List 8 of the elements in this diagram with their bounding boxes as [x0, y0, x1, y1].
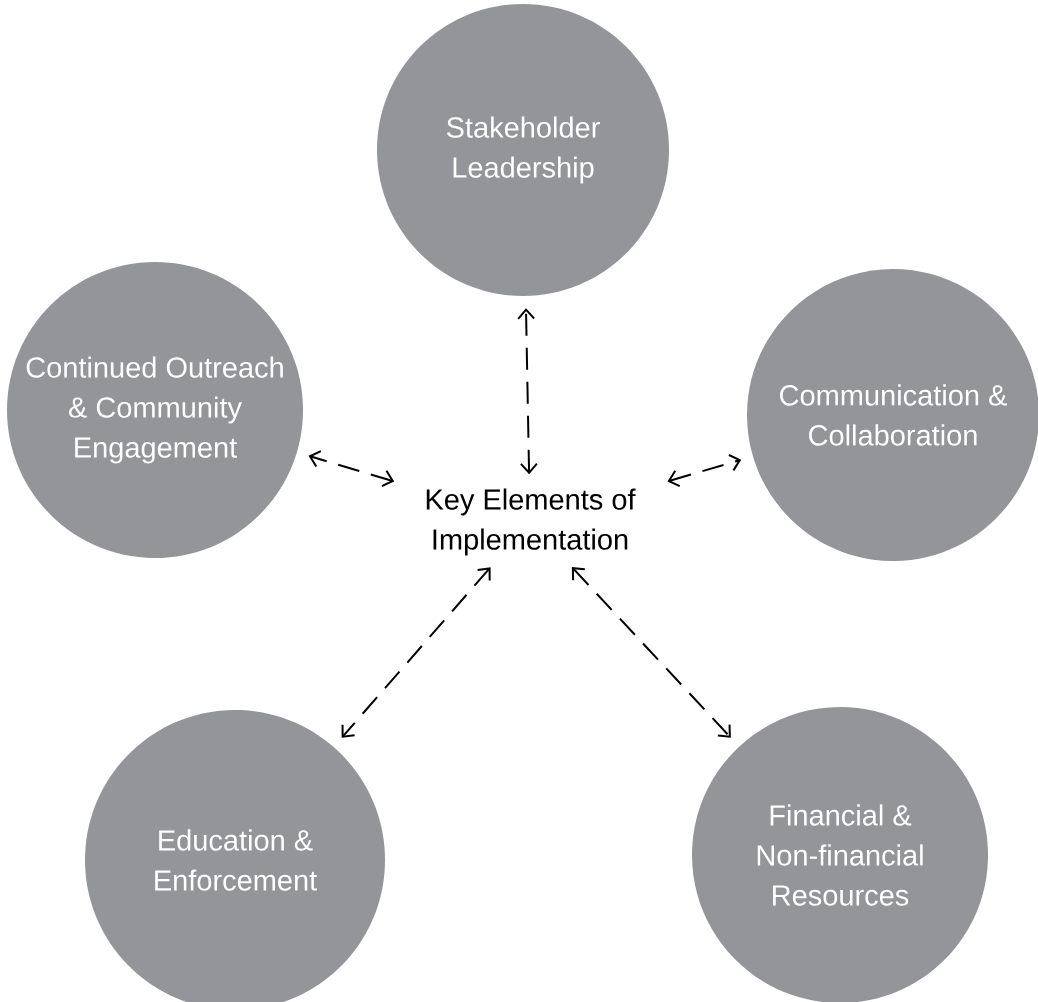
circle-node: Continued Outreach & Community Engagement — [7, 262, 303, 558]
dashed-arrow — [308, 450, 395, 488]
dashed-arrow — [667, 454, 742, 488]
circle-node: Stakeholder Leadership — [377, 4, 669, 296]
center-label: Key Elements of Implementation — [426, 488, 636, 556]
dashed-arrow — [341, 567, 491, 738]
dashed-arrow — [571, 567, 731, 738]
dashed-arrow — [517, 308, 538, 475]
